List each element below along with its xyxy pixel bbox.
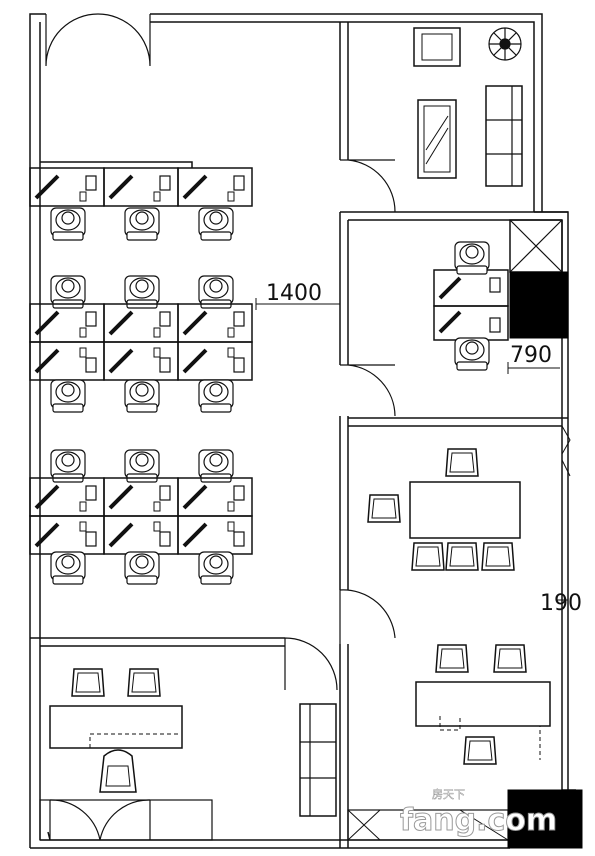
walls [29,13,576,849]
manager-office-right [347,644,583,849]
manager-office-left [39,668,213,841]
sofa-room-door [340,159,396,213]
dim-label-corridor-width: 1400 [266,281,322,306]
storage-block [509,271,569,339]
corridor-door-left [284,637,338,691]
watermark-brand: fang.com [400,803,557,838]
storage-room [433,219,569,371]
storage-room-door [340,364,396,417]
manager-desk [49,705,183,749]
coffee-table [417,99,457,179]
workstation-cluster-middle [28,275,254,413]
entrance-door-top [45,13,151,67]
doors [45,13,396,841]
meeting-room-door [339,589,396,644]
dim-label-wall-gap: 190 [540,591,582,616]
sofa-room [413,27,523,187]
sofa [485,85,523,187]
plant-icon [488,27,522,61]
watermark: 房天下 fang.com [400,788,558,839]
armchair [413,27,461,67]
meeting-room [367,425,571,571]
dimension-lines [255,298,569,620]
dim-label-storage-depth: 790 [510,343,552,368]
workstation-cluster-bottom [28,449,254,585]
bottom-office-door [49,799,151,841]
cabinet-block [507,789,583,849]
executive-desk [415,681,551,727]
watermark-chinese: 房天下 [432,788,465,801]
meeting-table [409,481,521,539]
sofa-lower [299,703,337,817]
workstation-cluster-top [28,166,254,241]
